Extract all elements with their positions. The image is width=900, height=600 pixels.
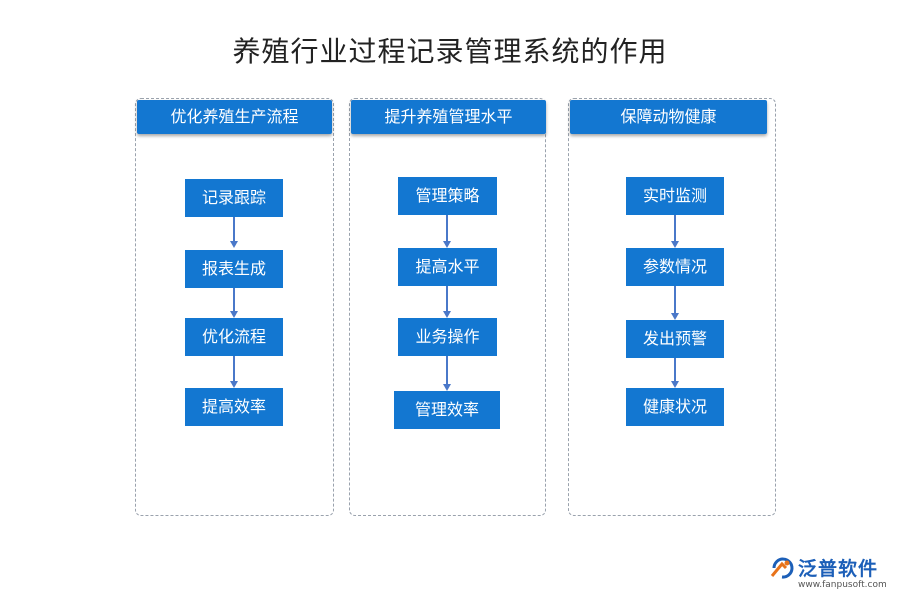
column-3-step-2: 参数情况 — [626, 248, 724, 286]
column-1-header: 优化养殖生产流程 — [137, 100, 332, 134]
column-2-header: 提升养殖管理水平 — [351, 100, 546, 134]
column-1-frame — [135, 98, 334, 516]
column-1-step-4: 提高效率 — [185, 388, 283, 426]
column-3-step-1: 实时监测 — [626, 177, 724, 215]
column-3-frame — [568, 98, 776, 516]
brand-logo: 泛普软件 www.fanpusoft.com — [768, 554, 892, 594]
column-2-step-4: 管理效率 — [394, 391, 500, 429]
column-2-frame — [349, 98, 546, 516]
column-1-step-3: 优化流程 — [185, 318, 283, 356]
column-2-step-1: 管理策略 — [398, 177, 497, 215]
page-title: 养殖行业过程记录管理系统的作用 — [232, 35, 668, 68]
column-1-step-1: 记录跟踪 — [185, 179, 283, 217]
column-2-step-2: 提高水平 — [398, 248, 497, 286]
column-3-step-3: 发出预警 — [626, 320, 724, 358]
logo-name: 泛普软件 — [798, 558, 879, 580]
column-3-step-4: 健康状况 — [626, 388, 724, 426]
logo-url: www.fanpusoft.com — [798, 580, 887, 590]
logo-mark-icon — [770, 557, 794, 579]
column-3-header: 保障动物健康 — [570, 100, 767, 134]
column-2-step-3: 业务操作 — [398, 318, 497, 356]
column-1-step-2: 报表生成 — [185, 250, 283, 288]
